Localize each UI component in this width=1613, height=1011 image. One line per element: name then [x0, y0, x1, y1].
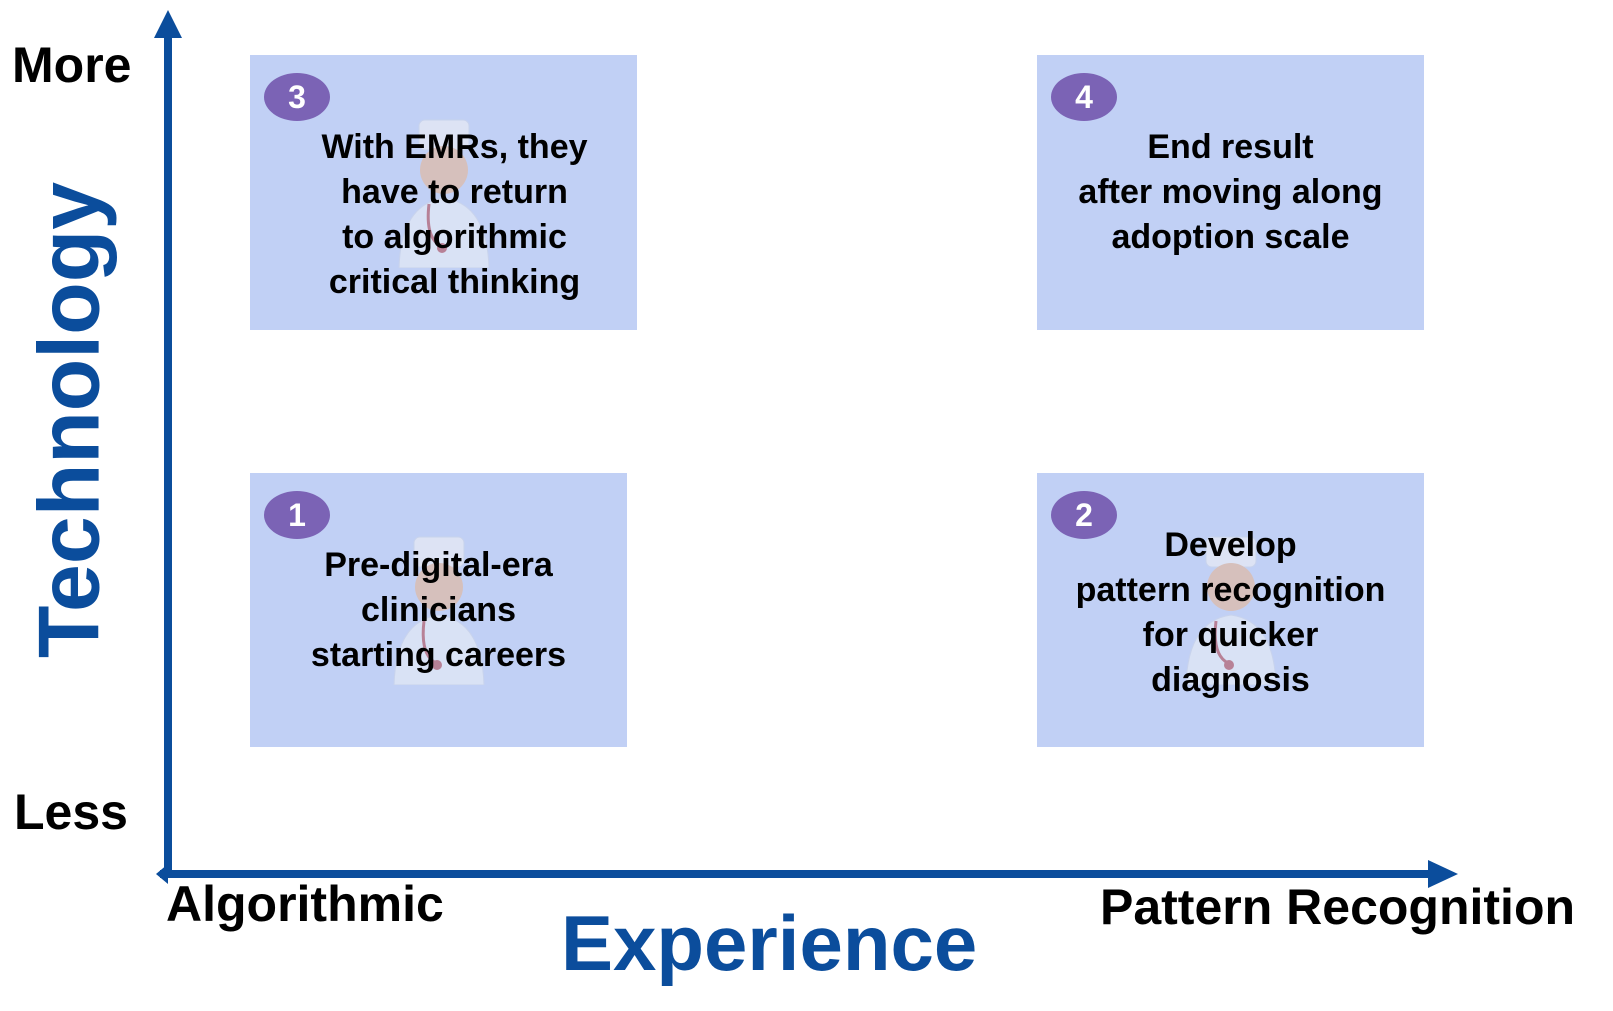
doctor-icon: [1184, 536, 1277, 685]
quadrant-1: 1 Pre-digital-era clinicians starting ca…: [250, 473, 627, 747]
quadrant-3-number: 3: [264, 73, 330, 121]
quadrant-1-text: Pre-digital-era clinicians starting care…: [250, 543, 627, 678]
quadrant-4: 4 End result after moving along adoption…: [1037, 55, 1424, 330]
quadrant-2-text: Develop pattern recognition for quicker …: [1037, 523, 1424, 703]
quadrant-3-line-3: to algorithmic: [342, 218, 567, 256]
quadrant-4-line-2: after moving along: [1078, 173, 1383, 211]
x-axis-left-label: Algorithmic: [166, 876, 444, 932]
quadrant-4-number: 4: [1051, 73, 1117, 121]
quadrant-2: 2 Develop pattern recognition for quicke…: [1037, 473, 1424, 747]
quadrant-4-line-1: End result: [1147, 128, 1314, 166]
doctor-icon: [392, 536, 485, 685]
quadrant-3-line-1: With EMRs, they: [321, 128, 588, 166]
quadrant-3-line-4: critical thinking: [328, 263, 581, 301]
y-axis-bottom-label: Less: [14, 784, 128, 840]
quadrant-2-line-4: diagnosis: [1151, 661, 1310, 699]
quadrant-1-line-3: starting careers: [310, 636, 567, 674]
quadrant-2-line-1: Develop: [1164, 526, 1297, 564]
quadrant-1-line-2: clinicians: [361, 591, 516, 629]
quadrant-4-text: End result after moving along adoption s…: [1037, 125, 1424, 260]
y-axis-title: Technology: [21, 181, 118, 659]
quadrant-2-line-2: pattern recognition: [1075, 571, 1386, 609]
x-axis-right-label: Pattern Recognition: [1100, 879, 1576, 935]
y-axis-arrowhead: [154, 10, 182, 38]
x-axis-arrowhead: [1428, 860, 1458, 888]
axis-origin-cap: [156, 864, 168, 884]
quadrant-2-number: 2: [1051, 491, 1117, 539]
quadrant-2-line-3: for quicker: [1142, 616, 1319, 654]
quadrant-3-text: With EMRs, they have to return to algori…: [272, 125, 637, 305]
quadrant-4-line-3: adoption scale: [1111, 218, 1350, 256]
quadrant-3-line-2: have to return: [341, 173, 568, 211]
quadrant-1-number: 1: [264, 491, 330, 539]
quadrant-1-line-1: Pre-digital-era: [324, 546, 553, 584]
doctor-icon: [397, 119, 490, 268]
x-axis-title: Experience: [561, 899, 978, 987]
quadrant-3: 3 With EMRs, they have to return to algo…: [250, 55, 637, 330]
y-axis-top-label: More: [12, 37, 132, 93]
